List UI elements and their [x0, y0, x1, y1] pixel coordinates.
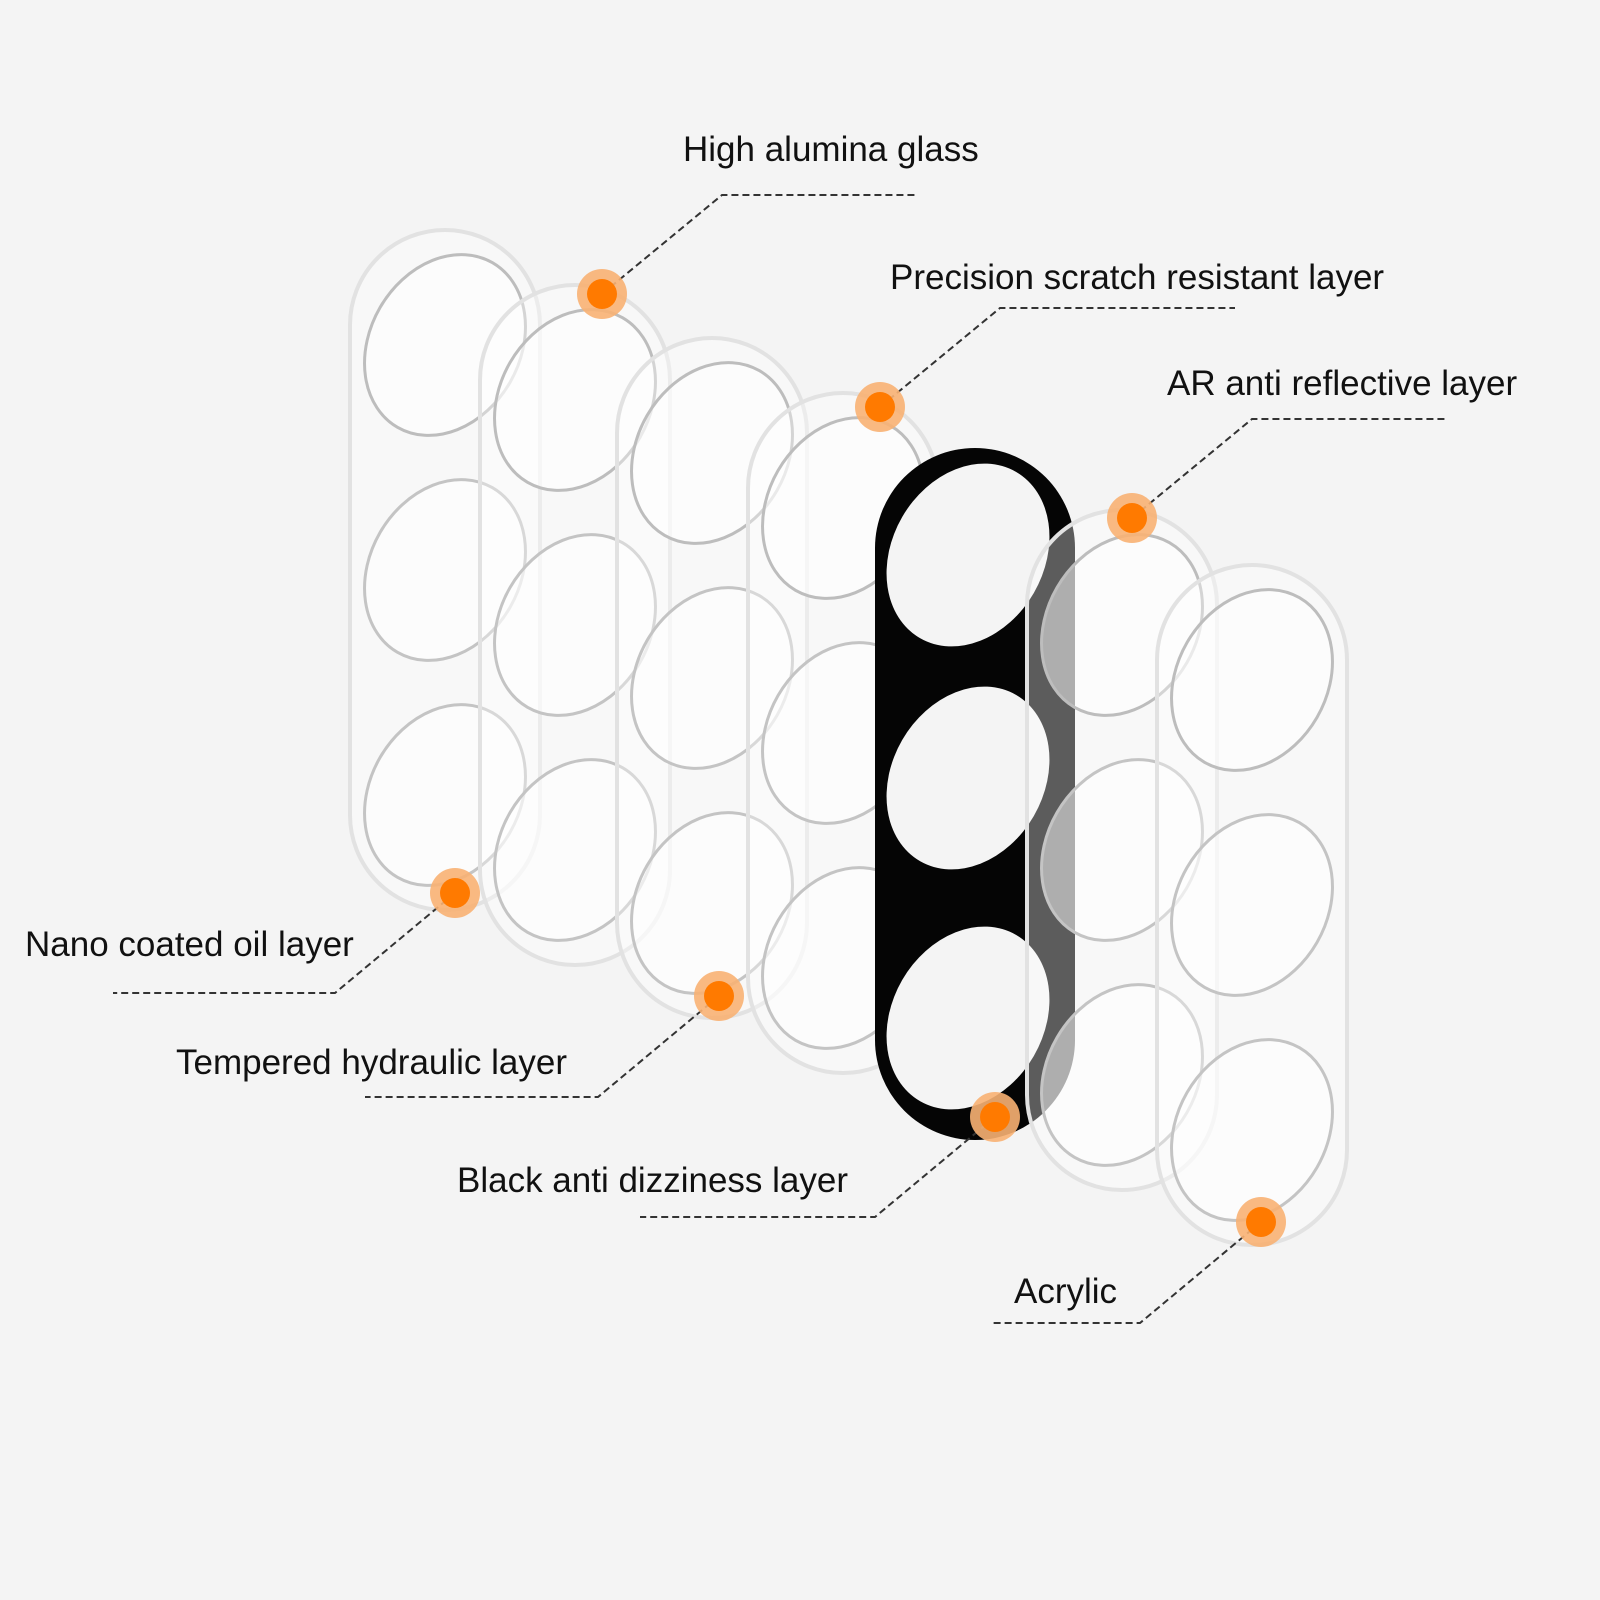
glass-layer-7 [1137, 558, 1367, 1252]
marker-dot [577, 269, 627, 319]
label-tempered-hydraulic: Tempered hydraulic layer [176, 1043, 568, 1082]
label-nano-coated: Nano coated oil layer [25, 925, 354, 964]
label-black-anti-dizziness: Black anti dizziness layer [457, 1161, 848, 1200]
label-precision-scratch: Precision scratch resistant layer [890, 258, 1385, 297]
label-acrylic: Acrylic [1014, 1272, 1118, 1311]
marker-dot [430, 868, 480, 918]
marker-dot [1236, 1197, 1286, 1247]
label-high-alumina-glass: High alumina glass [683, 130, 979, 169]
markers [430, 269, 1286, 1247]
marker-dot [694, 971, 744, 1021]
leader-lines [113, 194, 1447, 1324]
label-ar-anti-reflective: AR anti reflective layer [1167, 364, 1518, 403]
marker-dot [855, 382, 905, 432]
marker-dot [970, 1092, 1020, 1142]
marker-dot [1107, 493, 1157, 543]
